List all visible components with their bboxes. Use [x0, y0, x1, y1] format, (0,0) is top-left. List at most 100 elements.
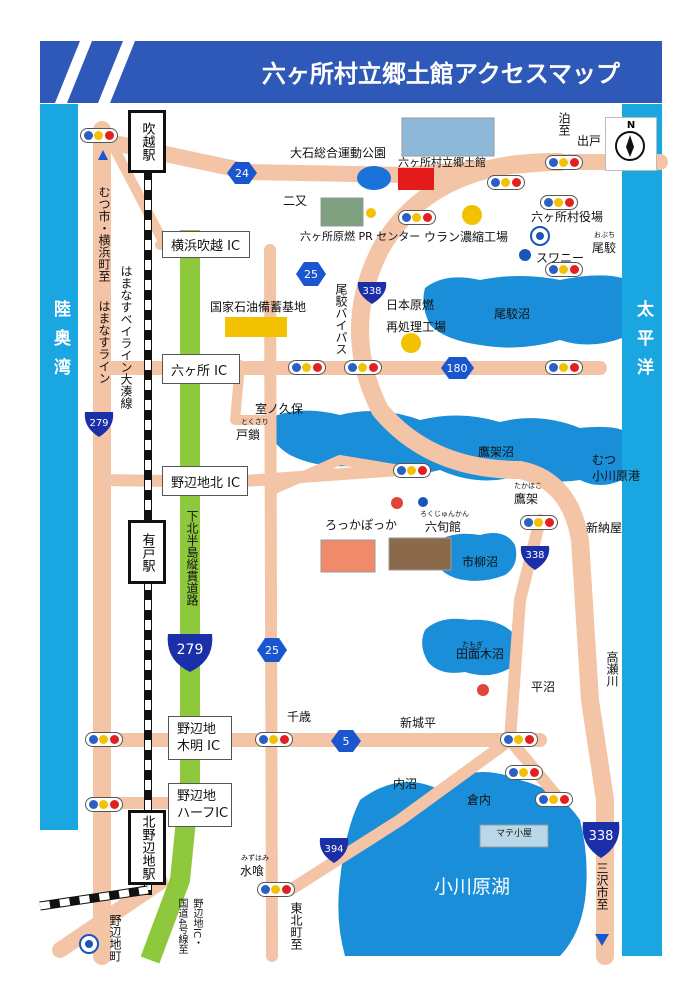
station-aridoo: 有戸駅 [128, 520, 166, 584]
label-rokujunkan: 六旬館 [425, 520, 462, 534]
svg-text:338: 338 [525, 550, 544, 561]
svg-text:5: 5 [343, 735, 350, 748]
label-futamata: 二又 [283, 194, 308, 208]
label-rokkapokka: ろっかぽっか [325, 518, 398, 532]
label-hamanasu-line: はまなすライン [97, 300, 111, 384]
label-pr-center: 六ヶ所原燃 PR センター [300, 230, 421, 243]
label-obuchi: 尾駮 [592, 241, 617, 255]
traffic-signal [344, 360, 382, 375]
label-deto: 出戸 [577, 134, 602, 148]
label-higashidori: 東北町至 [289, 902, 303, 950]
swany-marker [519, 249, 531, 261]
traffic-signal [257, 882, 295, 897]
svg-text:279: 279 [177, 642, 204, 658]
label-tomari: 泊至 [557, 112, 571, 136]
traffic-signal [398, 210, 436, 225]
traffic-signal [288, 360, 326, 375]
compass-icon [615, 131, 645, 161]
svg-text:338: 338 [362, 286, 381, 297]
onsen-icon-rokkapokka [391, 497, 403, 509]
route-338-shield-c [582, 822, 620, 858]
route-180-hex [441, 357, 474, 379]
mutsu-bay-label: 陸奥湾 [50, 300, 70, 387]
traffic-signal [535, 792, 573, 807]
pr-center-photo [320, 197, 364, 227]
label-oil-base: 国家石油備蓄基地 [210, 300, 307, 314]
ruby-tokusari: とくさり [241, 418, 269, 426]
map-title: 六ヶ所村立郷土館アクセスマップ [262, 60, 621, 88]
label-obuchi-bypass: 尾駮バイパス [334, 283, 348, 355]
traffic-signal [85, 797, 123, 812]
label-nihon-genen: 日本原燃 [386, 298, 435, 312]
svg-text:25: 25 [265, 644, 279, 657]
route-338-shield-a [357, 282, 387, 304]
ic-rokkasho: 六ヶ所 IC [162, 354, 240, 384]
label-mizuhami: 水喰 [240, 864, 265, 878]
north-arrow-icon [98, 150, 108, 160]
traffic-signal [545, 262, 583, 277]
traffic-signal [520, 515, 558, 530]
label-chitose: 千歳 [287, 710, 312, 724]
label-takase-river: 高瀬川 [605, 651, 619, 687]
ic-yokohama-fukkoshi: 横浜吹越 IC [162, 231, 250, 258]
label-mutsu-ogawara-port: むつ 小川原港 [592, 453, 641, 483]
label-shimokita-road: 下北半島縦貫道路 [185, 510, 199, 606]
label-misawa: 三沢市至 [595, 862, 609, 910]
ic-noheji-hokubu: 野辺地北 IC [162, 466, 248, 496]
ic-noheji-kimei: 野辺地 木明 IC [168, 716, 232, 760]
museum-marker [398, 168, 434, 190]
tamogi-numa [422, 618, 518, 676]
oishi-park-marker [357, 166, 391, 190]
label-mutsu-yokohama: むつ市・横浜町至 [97, 186, 111, 282]
rokujunkan-photo [388, 537, 452, 571]
ruby-rokujunkan: ろくじゅんかん [420, 510, 469, 518]
obuchi-numa [423, 275, 622, 348]
rokkapokka-photo [320, 539, 376, 573]
mate-goya-photo [479, 824, 549, 848]
route-25-hex-b [257, 638, 287, 662]
obuchi-numa-label: 尾駮沼 [494, 306, 530, 321]
route-24-hex [227, 162, 257, 184]
svg-text:338: 338 [589, 829, 614, 844]
label-museum: 六ヶ所村立郷土館 [398, 156, 486, 169]
label-shinnouya: 新納屋 [586, 521, 623, 535]
roads [52, 121, 668, 965]
expressway-shimokita [140, 230, 200, 964]
svg-text:180: 180 [447, 362, 468, 375]
tamogi-numa-label: 田面木沼 [456, 647, 504, 661]
traffic-signal [393, 463, 431, 478]
ichiyanagi-numa [432, 532, 517, 581]
rokujunkan-marker [418, 497, 428, 507]
traffic-signal [540, 195, 578, 210]
svg-text:394: 394 [324, 844, 343, 855]
traffic-signal [85, 732, 123, 747]
route-5-hex [331, 730, 361, 752]
pacific-sea [622, 104, 662, 956]
route-shields: 338 338 338 279 279 394 24 25 25 180 5 [84, 162, 620, 863]
mate-goya-label: マテ小屋 [496, 828, 532, 839]
route-279-shield-a [84, 412, 114, 437]
label-village-office: 六ヶ所村役場 [531, 210, 604, 224]
traffic-signal [80, 128, 118, 143]
lakes [269, 275, 622, 956]
museum-photo [401, 117, 495, 157]
south-arrow-icon [595, 934, 609, 946]
route-394-shield [319, 838, 349, 863]
traffic-signal [255, 732, 293, 747]
traffic-signal [505, 765, 543, 780]
railway [39, 120, 152, 911]
compass: N [605, 117, 657, 171]
traffic-signal [545, 155, 583, 170]
ogawara-lake-label: 小川原湖 [434, 876, 510, 898]
label-uchinuma: 内沼 [393, 777, 418, 791]
reprocessing-marker [401, 333, 421, 353]
label-swany: スワニー [536, 251, 585, 265]
label-noheji-ic: 野辺地IC・ 国道4号線至 [176, 898, 202, 955]
compass-n-label: N [626, 120, 636, 131]
label-uranium: ウラン濃縮工場 [424, 230, 509, 244]
route-279-shield-b [167, 634, 213, 672]
label-hamanasu-bayline: はまなすベイライン大湊線 [119, 265, 133, 409]
label-takahoko: 鷹架 [514, 492, 539, 506]
ic-noheji-half: 野辺地 ハーフIC [168, 783, 232, 827]
